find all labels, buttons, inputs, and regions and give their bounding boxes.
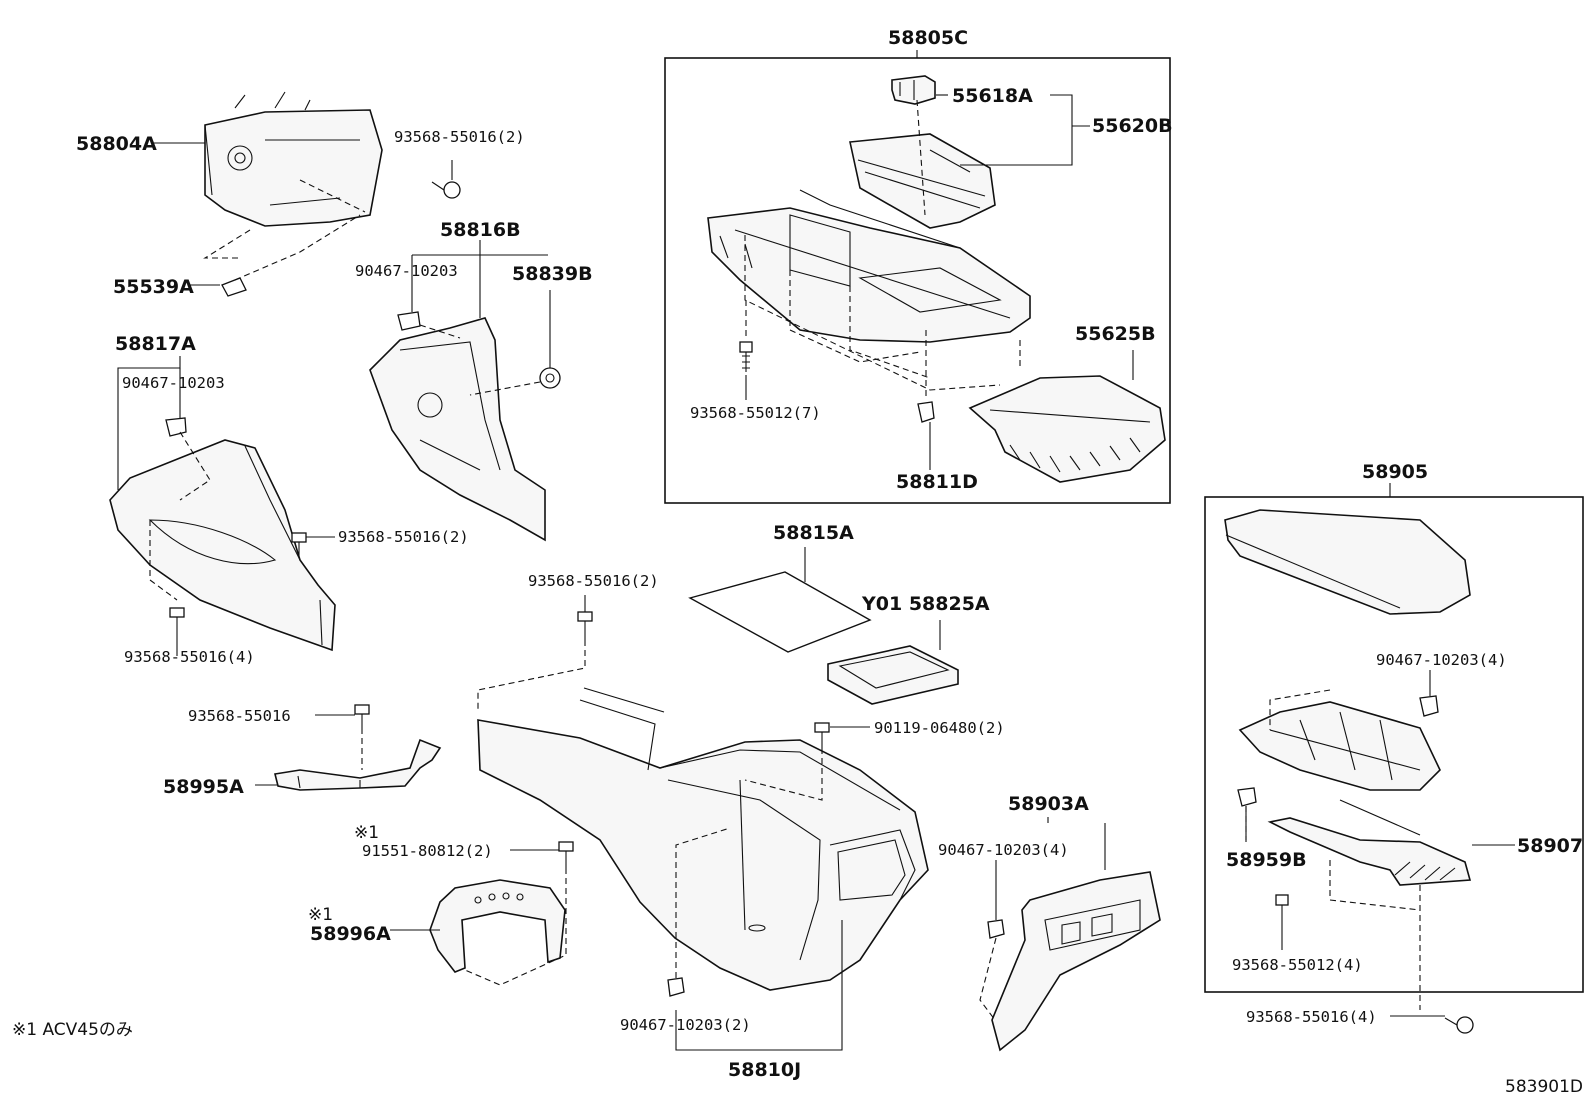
label-58905: 58905 [1362, 461, 1428, 483]
latch-58907 [1267, 799, 1472, 886]
label-55620B: 55620B [1092, 115, 1173, 137]
label-90467-10203-4a: 90467-10203(4) [938, 841, 1069, 859]
label-93568-55016: 93568-55016 [188, 707, 291, 725]
guide-58996A [464, 868, 567, 986]
mat-58815A [688, 571, 872, 653]
box-58804A [204, 91, 383, 227]
screw-93568-55016-4-armrest [1444, 1016, 1474, 1034]
guide-58816B-2 [469, 381, 541, 396]
guide-armrest-1 [1269, 689, 1331, 730]
label-55539A: 55539A [113, 276, 194, 298]
label-90119-06480-2: 90119-06480(2) [874, 719, 1005, 737]
panel-58816B [369, 317, 546, 542]
label-58804A: 58804A [76, 133, 157, 155]
label-58839B: 58839B [512, 263, 593, 285]
bracket-55625B [968, 375, 1166, 483]
label-90467-10203a: 90467-10203 [355, 262, 458, 280]
label-93568-55016-2a: 93568-55016(2) [394, 128, 525, 146]
guide-console-2 [744, 748, 823, 801]
label-58903A: 58903A [1008, 793, 1089, 815]
hinge-base [1238, 701, 1441, 791]
label-93568-55016-2b: 93568-55016(2) [338, 528, 469, 546]
upper-console-panel-58805C [707, 189, 1031, 343]
label-mark1b: ※1 [308, 905, 333, 925]
armrest-lid-58905 [1224, 509, 1471, 615]
screw-93568-55012-4 [1275, 894, 1289, 925]
label-93568-55016-2c: 93568-55016(2) [528, 572, 659, 590]
frame-58996A [429, 879, 566, 973]
clip-58811D [917, 401, 935, 423]
label-93568-55016-4a: 93568-55016(4) [124, 648, 255, 666]
guide-58817A-2 [149, 520, 178, 601]
armrest-box-frame [1204, 496, 1584, 993]
console-body-58810J [477, 687, 929, 991]
screw-93568-55012-box [739, 341, 753, 372]
screw-93568-55016-4 [169, 607, 185, 630]
label-90467-10203-2: 90467-10203(2) [620, 1016, 751, 1034]
clip-90467-10203-4-armrest [1419, 695, 1439, 717]
screw-93568-55016-58804A [431, 181, 461, 199]
label-90467-10203b: 90467-10203 [122, 374, 225, 392]
tray-58825A [827, 645, 959, 705]
label-93568-55016-4b: 93568-55016(4) [1246, 1008, 1377, 1026]
label-90467-10203-4b: 90467-10203(4) [1376, 651, 1507, 669]
screw-90119-06480 [814, 722, 830, 748]
label-58817A: 58817A [115, 333, 196, 355]
clip-90467-10203-2 [667, 977, 685, 997]
rear-panel-58903A [991, 871, 1161, 1052]
clip-90467-10203-4-58903A [987, 919, 1005, 939]
footnote: ※1 ACV45のみ [12, 1020, 133, 1040]
clip-55539A [221, 277, 247, 297]
diagram-code: 583901D [1505, 1077, 1583, 1097]
guide-upper-2 [744, 235, 1001, 391]
label-58805C: 58805C [888, 27, 968, 49]
guide-58804A-2 [234, 214, 361, 281]
guide-upper-4 [849, 286, 931, 379]
clip-55618A [891, 75, 936, 105]
label-91551-80812-2: 91551-80812(2) [362, 842, 493, 860]
label-58816B: 58816B [440, 219, 521, 241]
guide-armrest-3 [1329, 860, 1421, 911]
label-58815A: 58815A [773, 522, 854, 544]
label-58907: 58907 [1517, 835, 1583, 857]
grommet-58839B [539, 367, 561, 389]
screw-93568-55016-58995A [354, 704, 370, 728]
guide-console-3 [675, 827, 731, 978]
clip-90467-10203-58817A [165, 417, 187, 437]
leader-lines [117, 50, 1515, 1051]
bracket-58995A [274, 738, 442, 791]
guide-58816B-1 [419, 324, 461, 339]
guide-58804A-3 [299, 179, 366, 213]
guide-58817A-1 [179, 431, 211, 501]
label-58996A: 58996A [310, 923, 391, 945]
guide-58903A [979, 937, 997, 1021]
guide-58804A-1 [203, 229, 251, 259]
screw-91551-80812 [558, 841, 574, 868]
label-55625B: 55625B [1075, 323, 1156, 345]
label-93568-55012-7: 93568-55012(7) [690, 404, 821, 422]
guide-upper-3 [789, 270, 921, 363]
label-58810J: 58810J [728, 1059, 801, 1081]
label-93568-55012-4: 93568-55012(4) [1232, 956, 1363, 974]
clip-90467-10203-58816B [397, 311, 421, 331]
label-58811D: 58811D [896, 471, 978, 493]
guide-console-1 [477, 640, 586, 710]
label-55618A: 55618A [952, 85, 1033, 107]
clip-58959B [1237, 787, 1257, 807]
label-58995A: 58995A [163, 776, 244, 798]
label-58959B: 58959B [1226, 849, 1307, 871]
screw-93568-55016-2-console [577, 611, 593, 640]
label-Y01-58825A: Y01 58825A [861, 593, 990, 615]
label-mark1a: ※1 [354, 823, 379, 843]
panel-58817A [109, 439, 336, 652]
